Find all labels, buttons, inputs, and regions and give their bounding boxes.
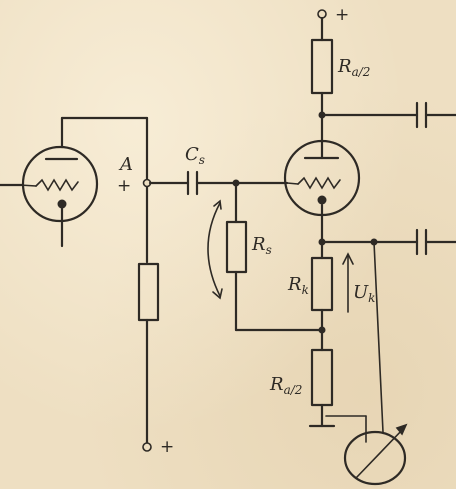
rk-body <box>310 256 334 312</box>
meter-upper-wire <box>373 241 384 433</box>
top-ra-label: Ra/2 <box>337 56 370 79</box>
node-a: A + <box>117 154 152 196</box>
cs-label: Cs <box>185 144 205 167</box>
bottom-ra-body <box>310 348 334 407</box>
meter-body <box>343 430 407 486</box>
meter-needle-arrow <box>395 423 408 436</box>
right-triode <box>283 139 361 217</box>
voltage-uk: Uk <box>342 252 375 313</box>
node-a-label: A <box>118 154 133 175</box>
rs-sweep-arrow-bottom <box>212 288 223 300</box>
anode-output-capacitor <box>320 101 456 129</box>
meter-needle <box>355 427 405 479</box>
rs-label: Rs <box>251 234 272 257</box>
left-plate-resistor: + <box>137 262 174 457</box>
cathode-output <box>318 213 456 260</box>
rs-sweep-arc <box>207 202 221 297</box>
rs-body <box>225 220 248 274</box>
rk-bottom-node <box>318 326 326 334</box>
left-triode <box>0 116 149 264</box>
resistor-rs: Rs <box>207 181 324 332</box>
left-triode-cathode <box>57 199 67 209</box>
top-plus-terminal <box>317 9 327 19</box>
rk-label: Rk <box>287 274 309 297</box>
bottom-anode-resistor: Ra/2 <box>269 348 367 443</box>
right-triode-grid <box>297 176 341 190</box>
uk-label: Uk <box>353 282 375 305</box>
resistor-rk: Rk <box>287 256 334 352</box>
left-triode-grid <box>35 178 79 192</box>
top-ra-body <box>310 38 334 95</box>
capacitor-cs: Cs <box>148 144 289 196</box>
bottom-plus-label: + <box>160 437 174 457</box>
bottom-plus-terminal <box>142 442 152 452</box>
top-anode-resistor: + Ra/2 <box>310 5 370 144</box>
right-triode-cathode <box>317 195 327 205</box>
rs-sweep-arrow-top <box>213 199 222 210</box>
top-plus-label: + <box>335 5 349 25</box>
uk-arrow-head <box>342 252 354 265</box>
node-a-plus: + <box>117 176 131 196</box>
meter <box>343 241 408 486</box>
bottom-ra-label: Ra/2 <box>269 374 302 397</box>
right-triode-grid-lead <box>286 182 299 185</box>
left-plate-resistor-body <box>137 262 160 322</box>
